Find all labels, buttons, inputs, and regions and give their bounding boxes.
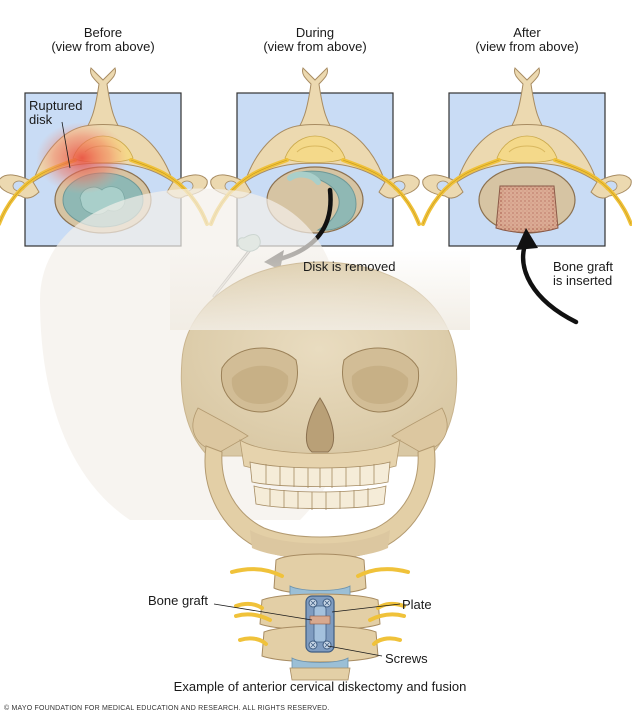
panel-before-subtitle: (view from above) [51, 39, 155, 54]
panel-before-title: Before [83, 25, 123, 40]
screws [308, 598, 332, 650]
callout-leaders [213, 603, 401, 657]
panel-after [420, 66, 632, 247]
screws-label: Screws [385, 651, 428, 666]
ruptured-disk-label-line1: Ruptured [29, 98, 83, 113]
panel-during-subtitle: (view from above) [263, 39, 367, 54]
panel-during-title: During [295, 25, 335, 40]
panel-after-subtitle: (view from above) [475, 39, 579, 54]
bone-graft-label: Bone graft [148, 593, 208, 608]
disk-removed-label: Disk is removed [303, 259, 396, 274]
skull [40, 188, 470, 560]
figure-caption: Example of anterior cervical diskectomy … [173, 679, 467, 694]
panel-before [0, 66, 210, 247]
insertion-arrow [520, 239, 579, 325]
fusion-plate [305, 595, 335, 653]
bone-graft-inserted-label-line1: Bone graft [553, 259, 613, 274]
copyright-notice: © MAYO FOUNDATION FOR MEDICAL EDUCATION … [4, 705, 330, 712]
ruptured-disk-label-line2: disk [29, 112, 53, 127]
panel-after-title: After [513, 25, 541, 40]
plate-label: Plate [402, 597, 432, 612]
insertion-arrowhead [516, 228, 538, 250]
bone-graft-inserted-label-line2: is inserted [553, 273, 613, 288]
